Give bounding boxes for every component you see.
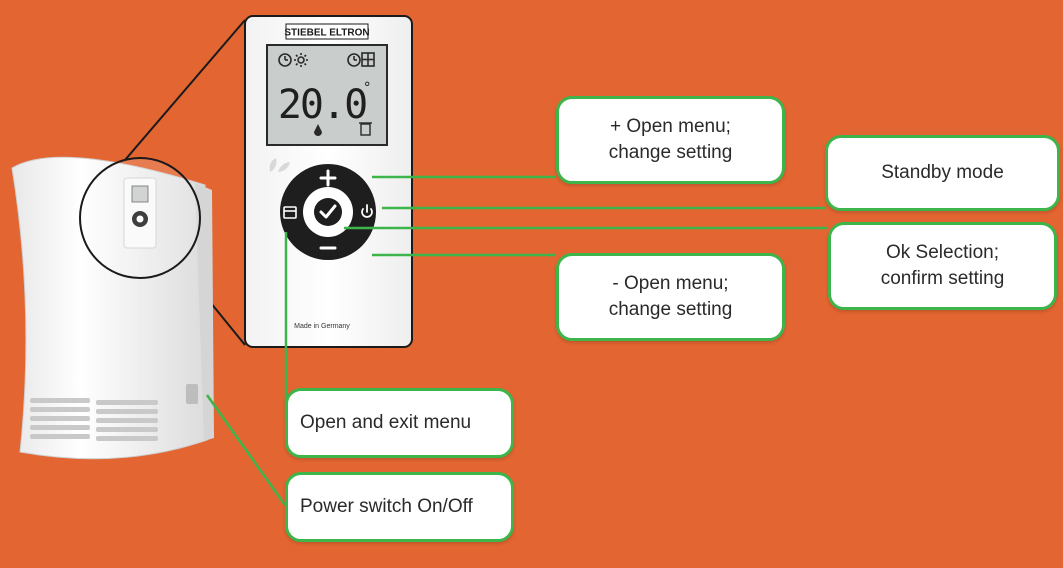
callout-minus: - Open menu; change setting: [556, 253, 785, 341]
lcd-screen: [266, 44, 388, 146]
check-icon: [319, 204, 337, 219]
clock-window-icon: [347, 52, 375, 67]
brand-logo: STIEBEL ELTRON: [284, 28, 369, 39]
control-panel: 20.0 ° STIEBEL ELTRON: [244, 15, 413, 348]
plus-icon[interactable]: [319, 169, 337, 187]
callout-plus-text: + Open menu; change setting: [608, 116, 733, 163]
zoom-line-top: [124, 19, 246, 161]
connector-lines: [205, 175, 828, 506]
callout-menu: Open and exit menu: [285, 388, 514, 458]
callout-ok: Ok Selection; confirm setting: [828, 222, 1057, 310]
magnifier-circle: [79, 157, 201, 279]
power-switch[interactable]: [186, 384, 198, 404]
callout-menu-text: Open and exit menu: [300, 412, 472, 434]
heater-body: [11, 156, 214, 460]
menu-icon[interactable]: [283, 206, 297, 219]
callout-power: Power switch On/Off: [285, 472, 514, 542]
ok-button[interactable]: [314, 198, 342, 226]
leaf-icon: [269, 158, 290, 172]
callout-power-text: Power switch On/Off: [300, 496, 473, 518]
trash-icon: [359, 122, 372, 136]
made-in-label: Made in Germany: [294, 323, 350, 330]
connector-power: [205, 394, 287, 506]
heater-grille: [30, 398, 158, 441]
callout-plus: + Open menu; change setting: [556, 96, 785, 184]
callout-standby-text: Standby mode: [881, 162, 1004, 184]
callout-minus-text: - Open menu; change setting: [608, 273, 733, 320]
lcd-degree-symbol: °: [363, 80, 371, 96]
lcd-temperature: 20.0: [278, 82, 366, 128]
droplet-icon: [314, 124, 322, 136]
callout-standby: Standby mode: [825, 135, 1060, 211]
callout-ok-text: Ok Selection; confirm setting: [880, 242, 1005, 289]
clock-sun-icon: [278, 53, 308, 67]
power-icon[interactable]: [361, 204, 373, 218]
